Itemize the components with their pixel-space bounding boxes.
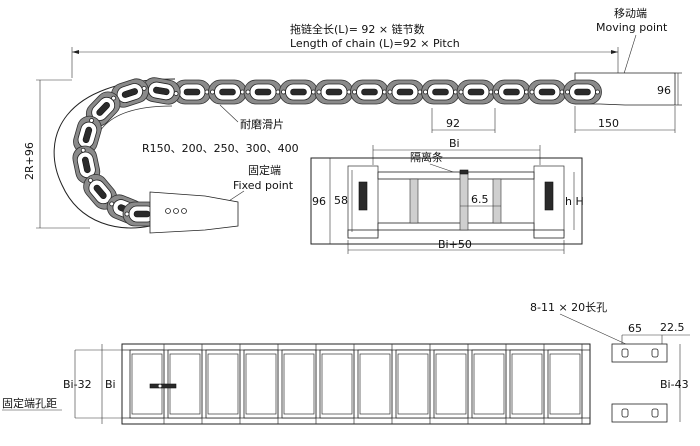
chain-link xyxy=(72,145,101,185)
radius-options: R150、200、250、300、400 xyxy=(142,142,299,155)
chain-link xyxy=(142,77,181,105)
fixed-point-en: Fixed point xyxy=(233,179,294,192)
bottom-fixed-end xyxy=(149,383,177,389)
dim-bi-minus-43: Bi-43 xyxy=(660,378,689,391)
moving-point-en: Moving point xyxy=(596,21,668,34)
top-view: 拖链全长(L)= 92 × 链节数 Length of chain (L)=92… xyxy=(23,7,682,234)
dim-65: 65 xyxy=(628,322,642,335)
chain-length-formula-en: Length of chain (L)=92 × Pitch xyxy=(290,37,460,50)
end-150-dimension: 150 xyxy=(574,106,676,133)
section-96: 96 xyxy=(312,195,326,208)
section-bi-label: Bi xyxy=(449,137,460,150)
dim-pitch: 92 xyxy=(446,117,460,130)
chain-link xyxy=(314,79,354,105)
section-h-labels: h H xyxy=(565,195,584,208)
curved-chain-links xyxy=(72,77,181,227)
slot-note: 8-11 × 20长孔 xyxy=(530,301,607,314)
bottom-segment xyxy=(547,344,583,424)
length-dimension xyxy=(71,47,619,78)
chain-link xyxy=(492,79,531,105)
fixed-point-cn: 固定端 xyxy=(248,163,281,177)
dim-bi-minus-32: Bi-32 xyxy=(63,378,92,391)
bend-height-dimension: 2R+96 xyxy=(23,79,90,229)
dim-22-5: 22.5 xyxy=(660,321,685,334)
bottom-segment xyxy=(167,344,203,424)
chain-link xyxy=(385,79,425,105)
fixed-hole-spacing: 固定端孔距 xyxy=(2,396,57,410)
section-gap: 6.5 xyxy=(471,193,489,206)
chain-link xyxy=(527,79,567,105)
bottom-moving-brackets xyxy=(611,343,668,423)
chain-link xyxy=(456,79,496,105)
wear-slider-label: 耐磨滑片 xyxy=(240,118,284,131)
dim-96-top: 96 xyxy=(657,84,671,97)
bottom-segment xyxy=(395,344,431,424)
dim-150: 150 xyxy=(598,117,619,130)
section-view: Bi 隔离条 96 58 6.5 h H xyxy=(310,137,584,254)
straight-chain-links xyxy=(172,79,602,105)
chain-link xyxy=(110,78,149,108)
bottom-segment xyxy=(243,344,279,424)
moving-point-cn: 移动端 xyxy=(614,7,647,20)
bottom-segment xyxy=(509,344,545,424)
bottom-segment xyxy=(471,344,507,424)
dim-bi-bottom: Bi xyxy=(105,378,116,391)
chain-link xyxy=(243,79,283,105)
bottom-segment xyxy=(281,344,317,424)
pitch-dimension: 92 xyxy=(431,108,496,133)
bottom-chain-segments xyxy=(129,344,583,424)
separator-label: 隔离条 xyxy=(410,150,443,164)
section-bi-plus-50: Bi+50 xyxy=(438,238,472,251)
chain-link xyxy=(563,79,602,105)
bottom-segment xyxy=(205,344,241,424)
dim-2r-96: 2R+96 xyxy=(23,142,36,180)
chain-link xyxy=(421,79,460,105)
section-58: 58 xyxy=(334,194,348,207)
chain-length-formula-cn: 拖链全长(L)= 92 × 链节数 xyxy=(290,22,425,36)
chain-link xyxy=(279,79,318,105)
bottom-view: 8-11 × 20长孔 65 22.5 Bi-32 Bi 固定端孔距 xyxy=(2,301,690,425)
chain-link xyxy=(208,79,247,105)
chain-link xyxy=(350,79,389,105)
bottom-segment xyxy=(319,344,355,424)
bottom-segment xyxy=(433,344,469,424)
bottom-segment xyxy=(357,344,393,424)
fixed-end-bracket xyxy=(149,191,239,234)
